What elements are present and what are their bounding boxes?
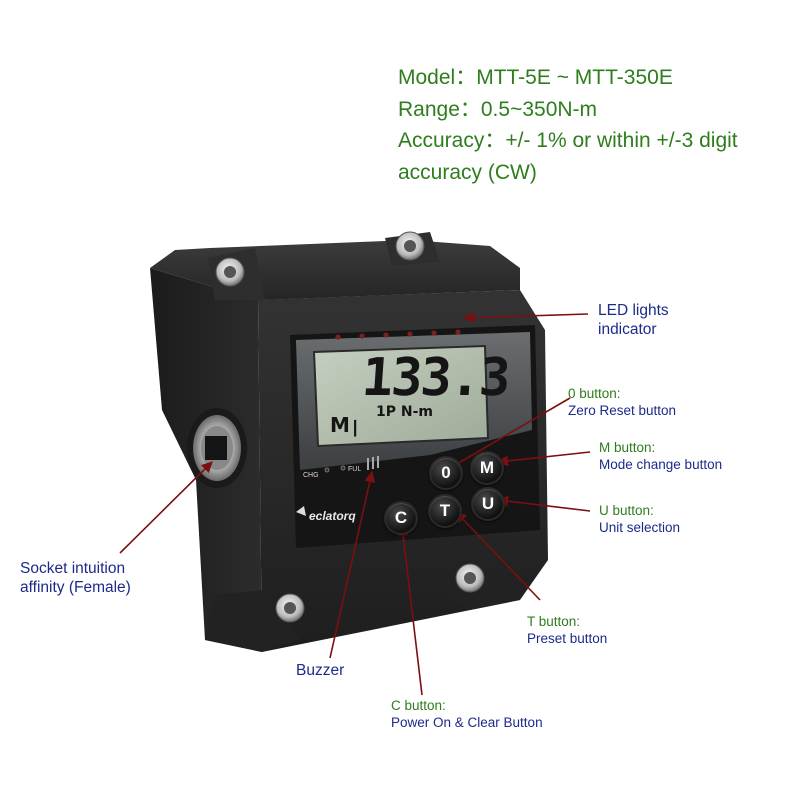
led-callout-label: LED lights indicator: [598, 302, 669, 338]
clear-callout-label: C button: Power On & Clear Button: [391, 698, 543, 730]
spec-range: Range：0.5~350N-m: [398, 97, 598, 121]
brand-logo-icon: [296, 506, 306, 516]
bolt-icon: [395, 231, 425, 261]
spec-model: Model：MTT-5E ~ MTT-350E: [398, 66, 673, 89]
clear-callout-arrow: [397, 524, 423, 696]
socket-callout-arrow: [119, 461, 213, 554]
unit-callout-label: U button: Unit selection: [599, 503, 681, 535]
zero-button[interactable]: 0: [429, 456, 463, 490]
ful-label: FUL: [348, 466, 362, 473]
lcd-unit: 1P N-m: [376, 404, 433, 420]
bolt-icon: [275, 593, 305, 623]
mode-callout-label: M button: Mode change button: [599, 440, 723, 472]
preset-callout-label: T button: Preset button: [527, 614, 608, 646]
zero-callout-label: 0 button: Zero Reset button: [568, 386, 677, 418]
mode-callout-arrow: [496, 451, 591, 467]
spec-accuracy-line1: Accuracy：+/- 1% or within +/-3 digit: [398, 129, 738, 152]
unit-callout-arrow: [496, 495, 591, 512]
chg-label: CHG: [303, 472, 319, 479]
preset-button[interactable]: T: [428, 494, 462, 528]
buzzer-callout-label: Buzzer: [296, 662, 345, 679]
buzzer-callout-arrow: [329, 470, 376, 659]
mode-button[interactable]: M: [470, 451, 504, 485]
buzzer-grille: [367, 456, 379, 470]
led-indicator-lights: [335, 329, 461, 340]
bolt-icon: [455, 563, 485, 593]
lcd-mode-indicator: M: [330, 413, 350, 437]
spec-block: Model：MTT-5E ~ MTT-350E Range：0.5~350N-m…: [398, 62, 798, 188]
lcd-bar-icon: ┃: [351, 421, 360, 437]
preset-callout-arrow: [455, 511, 541, 601]
spec-accuracy-line2: accuracy (CW): [398, 160, 537, 184]
unit-button[interactable]: U: [471, 487, 505, 521]
clear-button[interactable]: C: [384, 501, 418, 535]
bolt-icon: [215, 257, 245, 287]
lcd-reading: 133.3: [359, 348, 511, 408]
socket-callout-label: Socket intuition affinity (Female): [20, 560, 131, 596]
brand-name: eclatorq: [309, 509, 356, 523]
zero-callout-arrow: [449, 397, 571, 469]
socket-icon: [187, 408, 247, 488]
led-callout-arrow: [462, 312, 589, 324]
